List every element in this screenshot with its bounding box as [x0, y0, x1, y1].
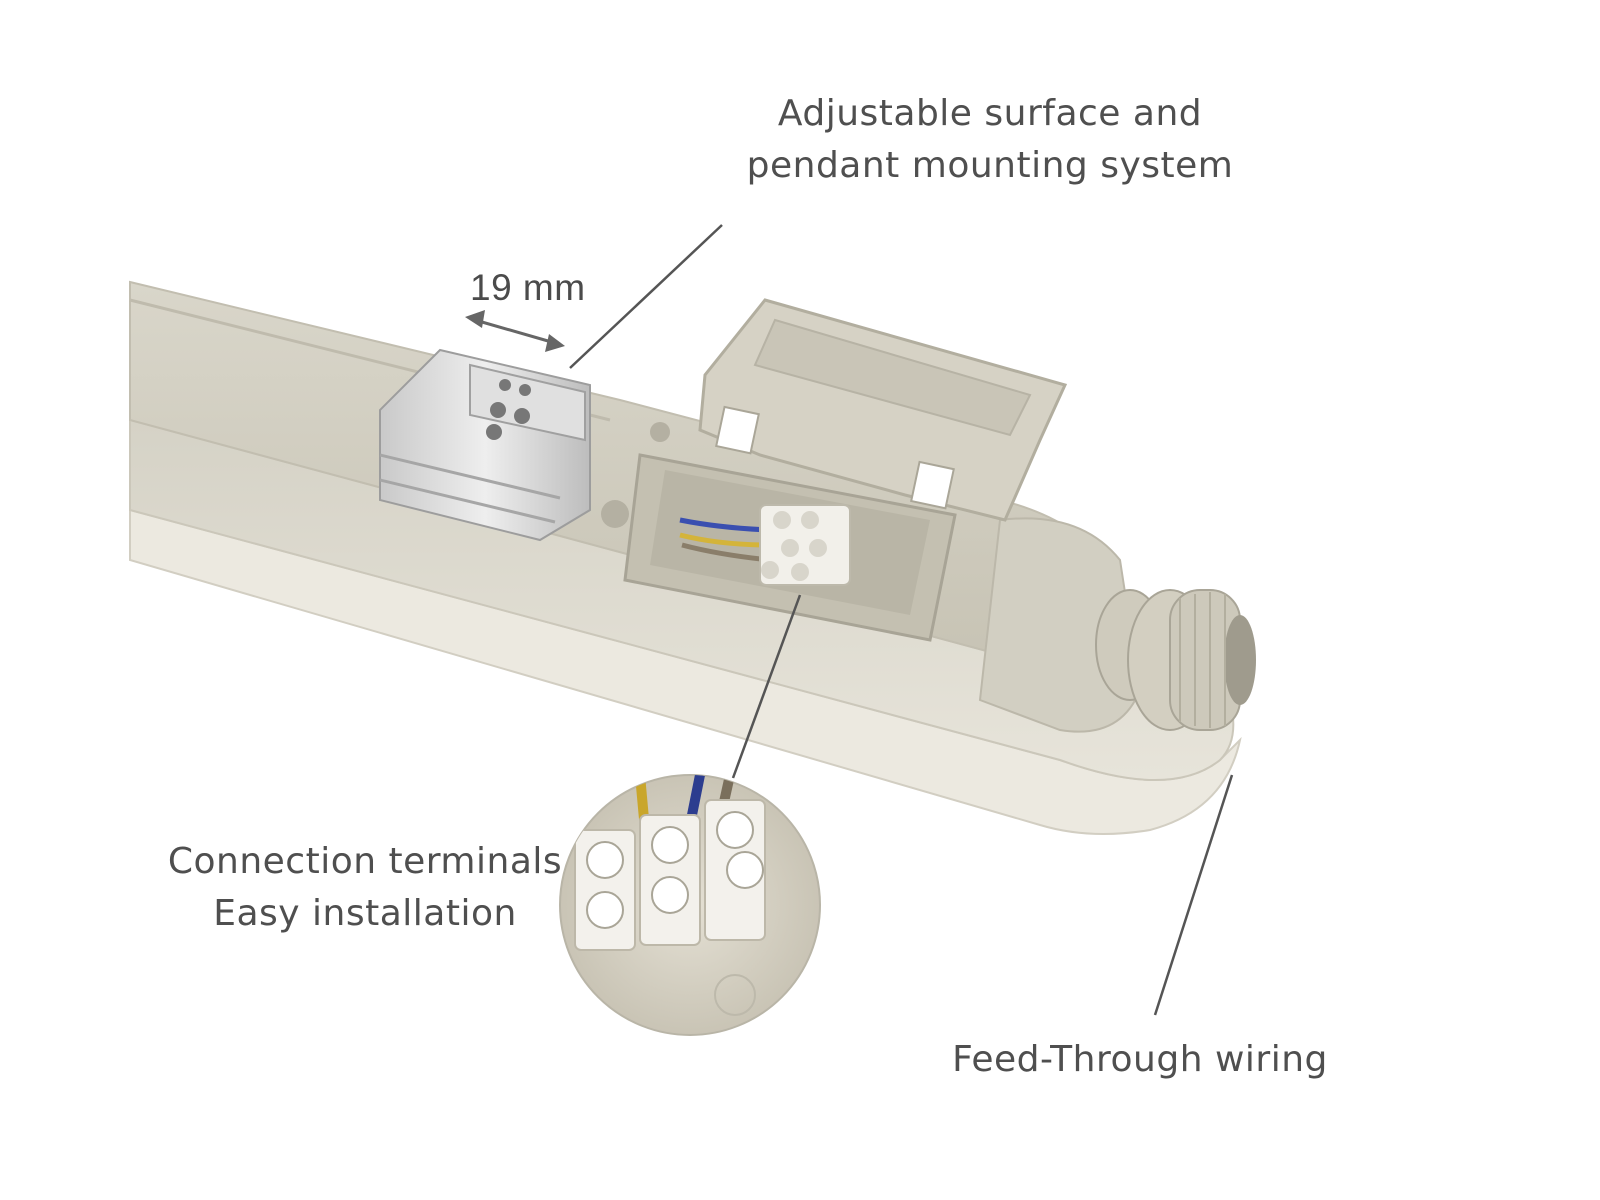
cable-gland	[1095, 589, 1256, 731]
terminals-zoom-inset	[559, 774, 821, 1036]
terminal-compartment	[623, 453, 957, 642]
mounting-leader-line	[569, 224, 723, 369]
terminal-block	[759, 504, 851, 586]
mounting-label-line2: pendant mounting system	[746, 145, 1234, 186]
connection-terminals-label: Connection terminals Easy installation	[160, 836, 570, 940]
mounting-clip	[379, 348, 591, 542]
terminals-label-line2: Easy installation	[213, 893, 517, 934]
width-arrow	[465, 310, 565, 352]
feed-through-wiring-label: Feed-Through wiring	[952, 1039, 1328, 1080]
terminals-label-line1: Connection terminals	[167, 841, 563, 882]
terminals-leader-line	[731, 594, 802, 779]
end-cap	[978, 517, 1256, 733]
mounting-label-line1: Adjustable surface and	[777, 93, 1203, 134]
feed-through-leader-line	[1153, 774, 1234, 1016]
width-label: 19 mm	[470, 267, 586, 308]
compartment-lid	[698, 298, 1068, 522]
mounting-system-label: Adjustable surface and pendant mounting …	[700, 88, 1280, 192]
